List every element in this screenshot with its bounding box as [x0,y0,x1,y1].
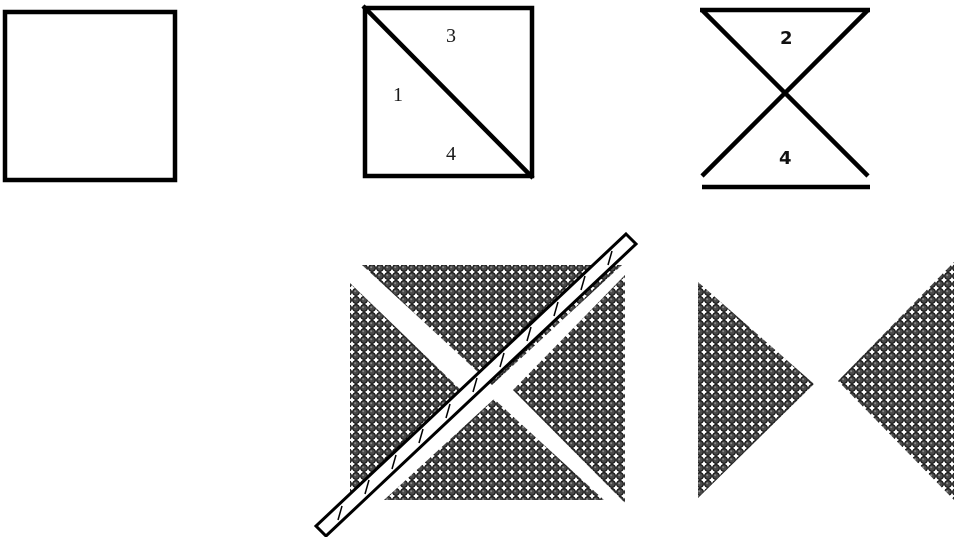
label-top: 2 [780,28,793,49]
bead-triangle-right-pointing-left [838,262,954,500]
hourglass-panel: 2 4 [700,10,870,187]
bead-pair-panel [698,262,954,500]
label-bottom: 4 [779,148,792,169]
label-top: 3 [446,25,456,47]
label-bottom: 4 [446,143,456,165]
divided-square-panel: 3 1 4 [363,6,533,178]
bead-triangle-left-pointing-right [698,282,814,498]
plain-square [5,12,175,180]
label-left: 1 [393,84,403,106]
plain-square-panel [5,12,175,180]
bead-square-panel [316,234,636,536]
